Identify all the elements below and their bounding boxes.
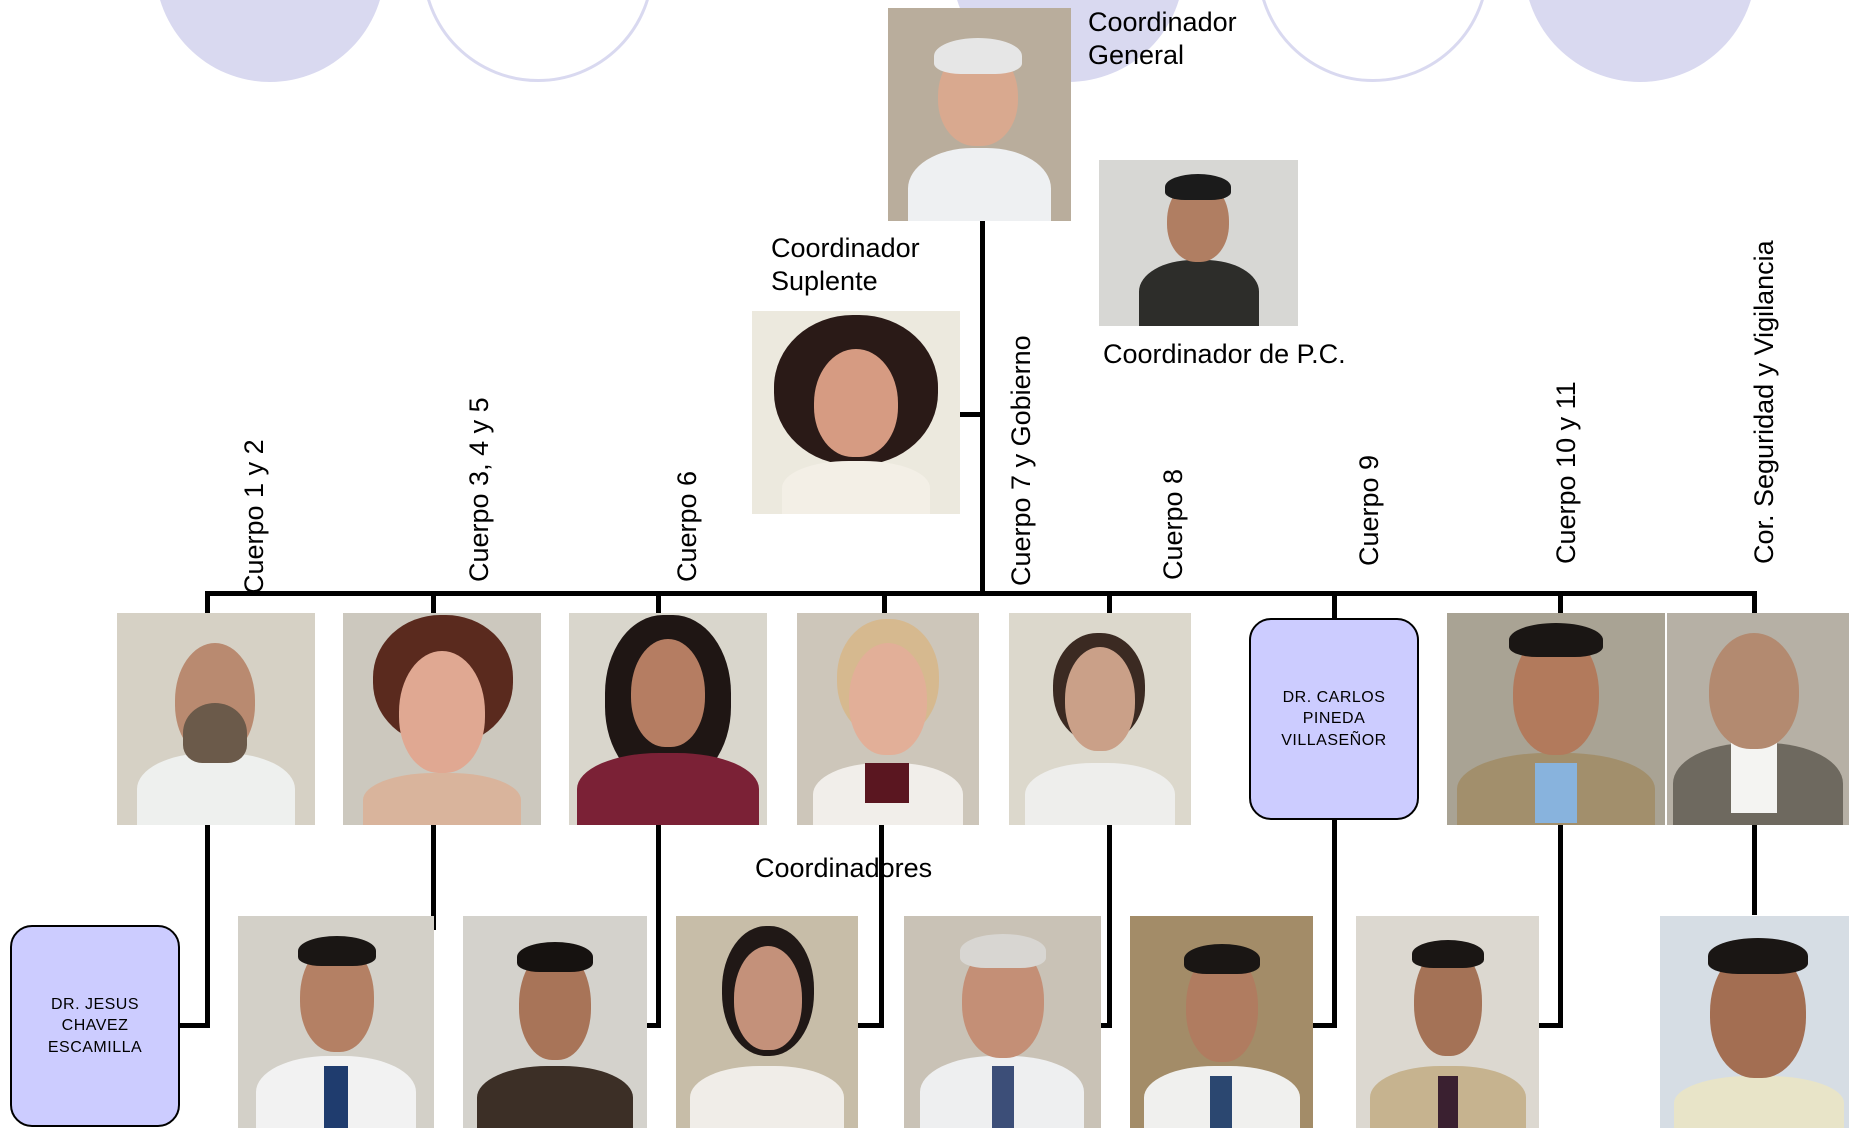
horizontal-bus [205,591,1757,596]
drop-6 [1332,591,1337,619]
coordinador-pc-label: Coordinador de P.C. [1103,339,1346,369]
group-label-1: Cuerpo 1 y 2 [239,439,269,594]
group-label-3: Cuerpo 6 [672,470,702,582]
branch-8-v [1752,825,1757,915]
photo-group-2 [343,613,541,825]
branch-1-h [178,1023,210,1028]
group-label-4: Cuerpo 7 y Gobierno [1006,335,1036,586]
group-label-5: Cuerpo 8 [1158,468,1188,580]
branch-7-h [1538,1023,1563,1028]
drop-8 [1752,591,1757,615]
decor-circle-1 [155,0,385,82]
drop-3 [656,591,661,615]
group-label-6: Cuerpo 9 [1354,454,1384,566]
branch-3-v [656,825,661,1028]
group-label-2: Cuerpo 3, 4 y 5 [464,397,494,582]
branch-1-v [205,825,210,1028]
photo-group-5 [1009,613,1191,825]
branch-7-v [1558,825,1563,1028]
coordinadores-label: Coordinadores [755,853,933,883]
photo-sub-7 [1356,916,1539,1128]
branch-6-v [1332,818,1337,1028]
namebox-cuerpo-9: DR. CARLOS PINEDA VILLASEÑOR [1249,618,1419,820]
branch-6-h [1310,1023,1337,1028]
group-label-8: Cor. Seguridad y Vigilancia [1749,240,1779,564]
namebox-cuerpo-1-sub: DR. JESUS CHAVEZ ESCAMILLA [10,925,180,1127]
photo-coordinador-general [888,8,1071,221]
photo-coordinador-suplente [752,311,960,514]
branch-3-h [645,1023,661,1028]
drop-1 [205,591,210,615]
decor-circle-4 [1257,0,1489,82]
branch-5-h [1100,1023,1112,1028]
photo-sub-8 [1660,916,1849,1128]
photo-group-3 [569,613,767,825]
coordinador-suplente-label: Coordinador Suplente [771,233,920,296]
drop-2 [431,591,436,615]
decor-circle-2 [422,0,654,82]
drop-5 [1107,591,1112,615]
trunk-line [980,220,985,595]
photo-group-7 [1447,613,1665,825]
drop-4 [882,591,887,615]
group-label-7: Cuerpo 10 y 11 [1551,381,1581,564]
photo-sub-3 [463,916,647,1128]
photo-coordinador-pc [1099,160,1298,326]
photo-sub-5 [904,916,1101,1128]
namebox-cuerpo-9-text: DR. CARLOS PINEDA VILLASEÑOR [1281,688,1387,749]
photo-sub-6 [1130,916,1313,1128]
photo-group-8 [1667,613,1849,825]
namebox-cuerpo-1-sub-text: DR. JESUS CHAVEZ ESCAMILLA [47,995,143,1056]
decor-circle-5 [1524,0,1756,82]
photo-sub-4 [676,916,858,1128]
photo-sub-2 [238,916,434,1128]
coordinador-general-label: Coordinador General [1088,7,1237,70]
branch-4-v [879,825,884,1028]
photo-group-1 [117,613,315,825]
branch-2-v [431,825,436,930]
branch-5-v [1107,825,1112,1028]
branch-4-h [858,1023,884,1028]
substitute-connector [958,412,983,417]
drop-7 [1558,591,1563,615]
photo-group-4 [797,613,979,825]
